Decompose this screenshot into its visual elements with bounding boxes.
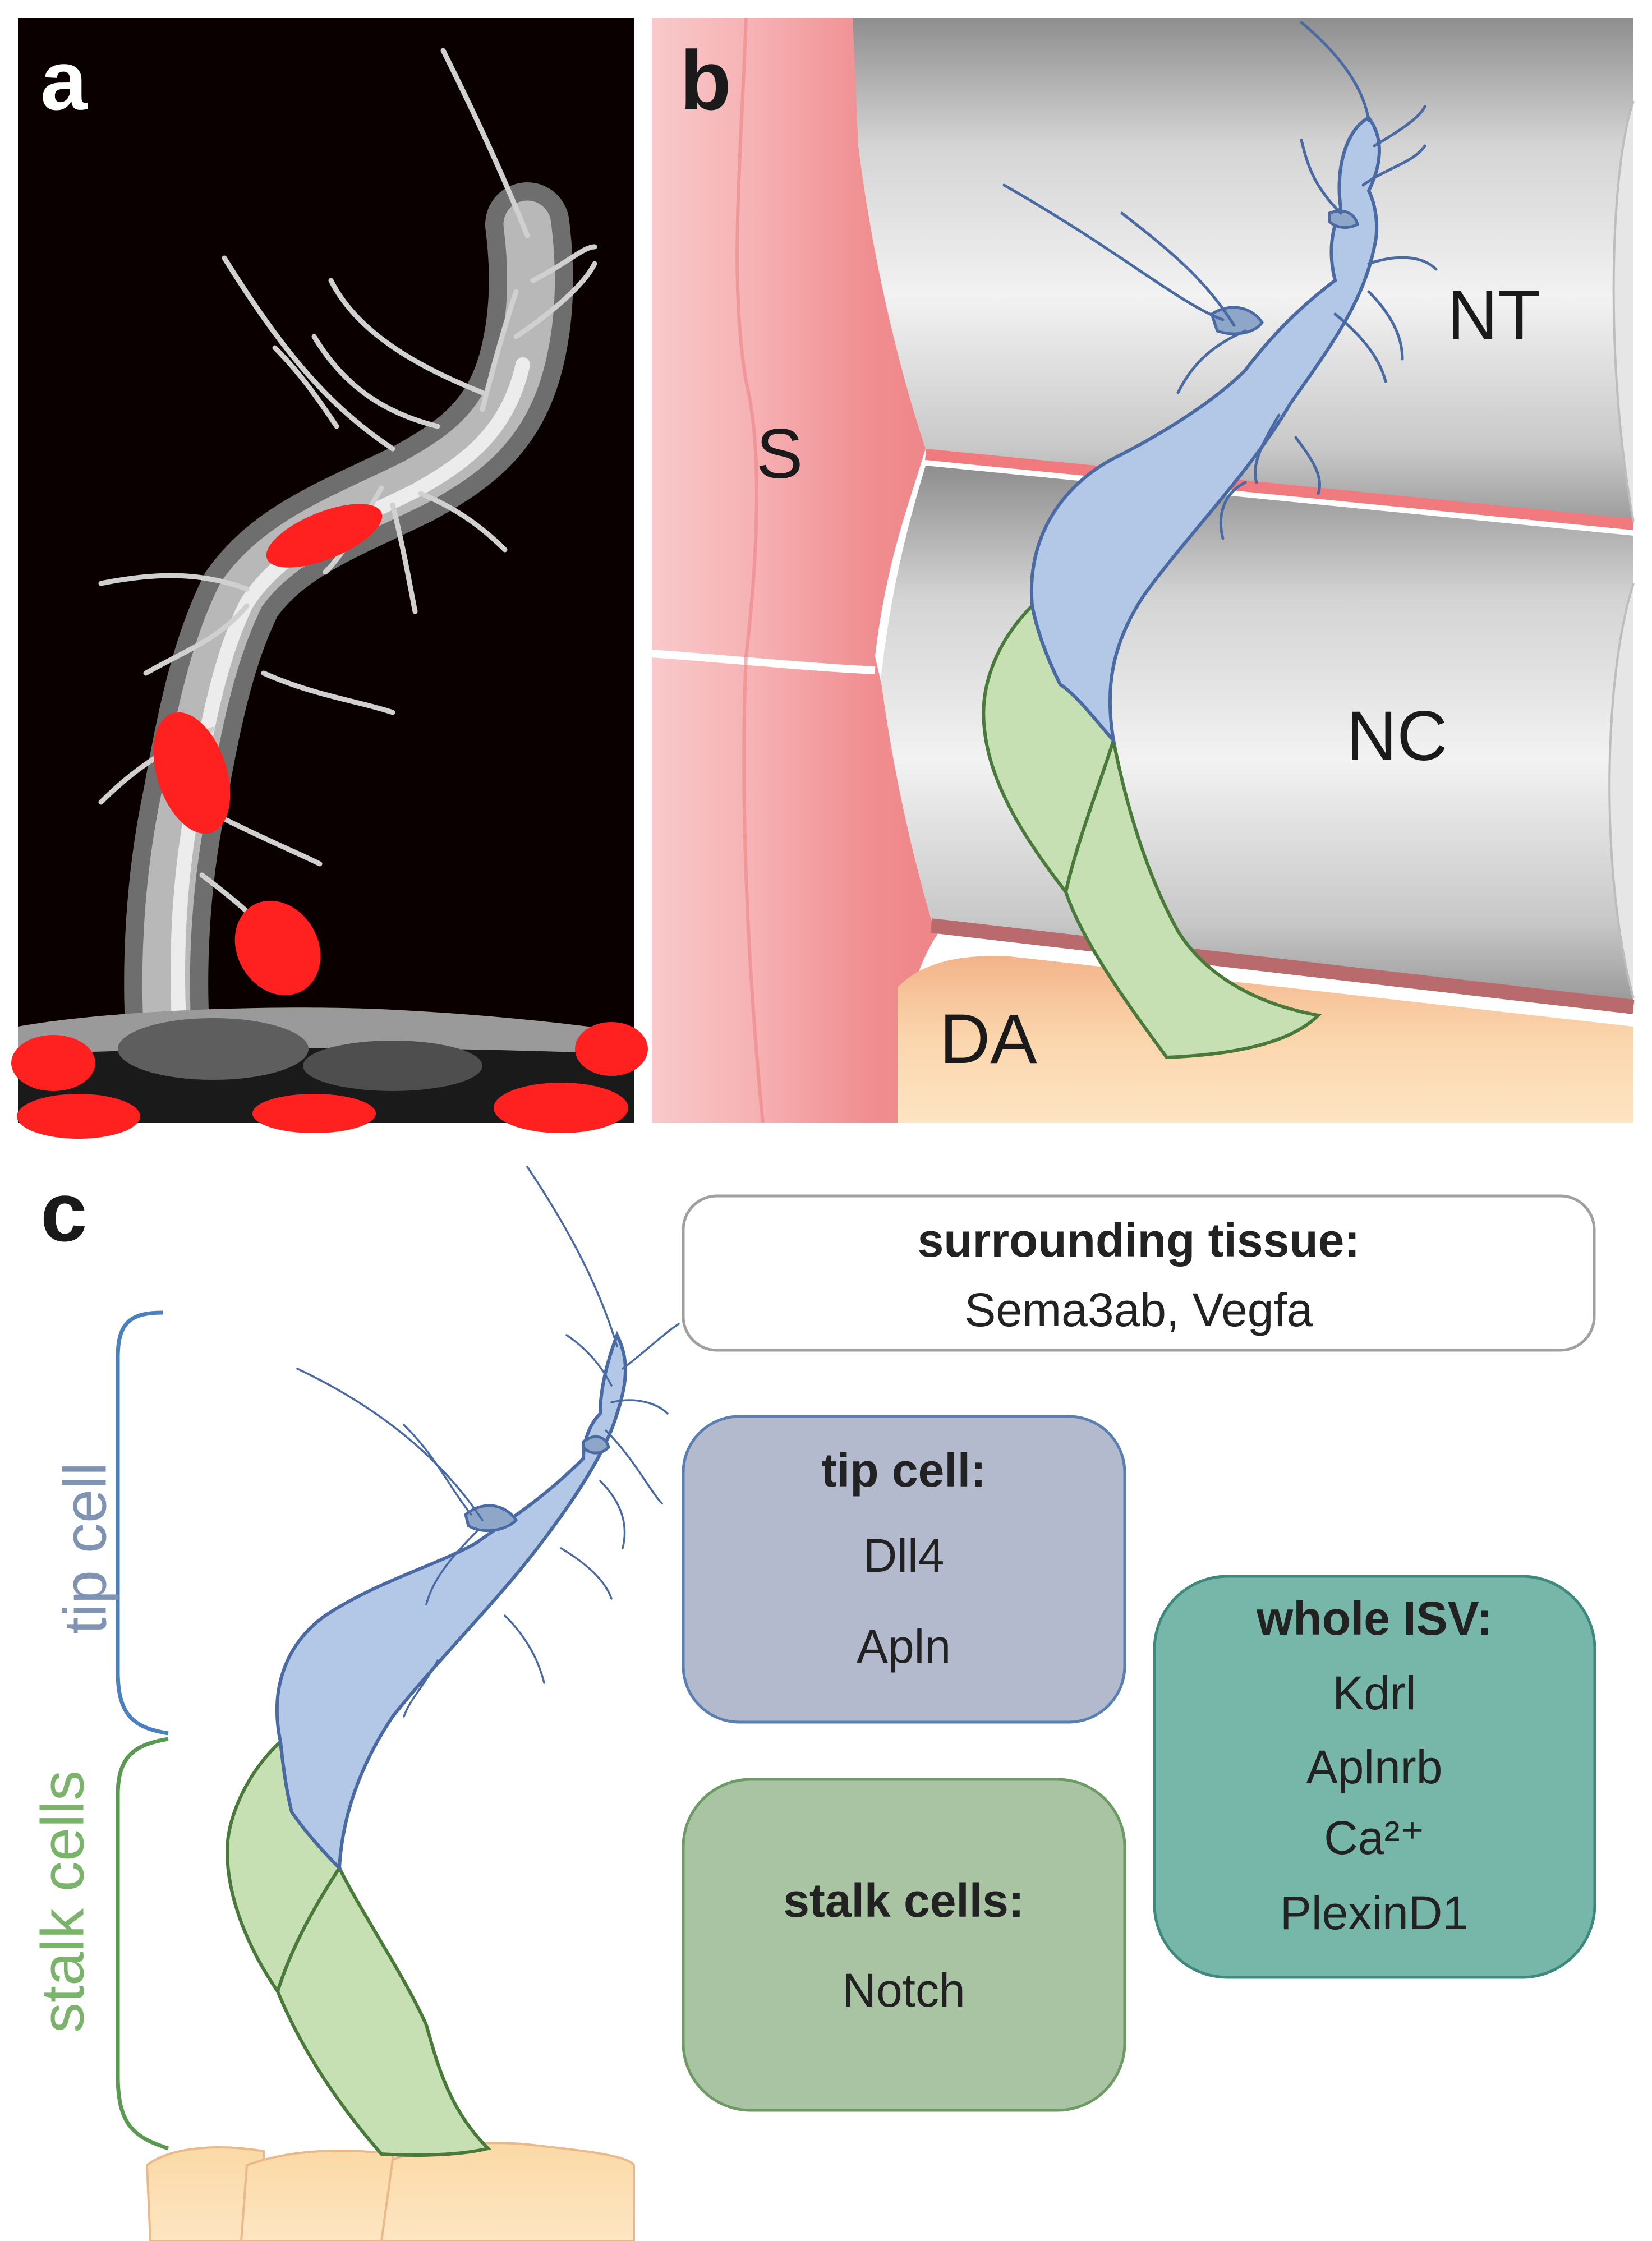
neural-tube <box>853 18 1633 524</box>
panel-a: a <box>11 18 648 1139</box>
stalk-cells-box: stalk cells: Notch <box>682 1778 1126 2112</box>
somite-boundary <box>651 650 876 674</box>
tip-cell-bracket <box>116 1310 169 1736</box>
tip-cell-filopodia <box>1002 21 1438 540</box>
tip-cell-box: tip cell: Dll4 Apln <box>682 1415 1126 1724</box>
nucleus <box>17 1094 140 1139</box>
nucleus <box>494 1083 628 1133</box>
tip-cell-bulge <box>464 1504 518 1533</box>
cylinder-cap <box>1612 100 1635 522</box>
tip-cell-filopodia <box>296 1166 680 1718</box>
stalk-cells-box-title: stalk cells: <box>783 1874 1024 1927</box>
neural-tube-label: NT <box>1447 277 1541 355</box>
surrounding-tissue-box: surrounding tissue: Sema3ab, Vegfa <box>682 1194 1596 1352</box>
filopodia <box>98 48 597 956</box>
whole-isv-box-item: Kdrl <box>1332 1667 1416 1719</box>
panel-letter: c <box>40 1165 87 1259</box>
tip-cell-bulge <box>1328 209 1359 229</box>
whole-isv-box-item: PlexinD1 <box>1280 1886 1469 1939</box>
tip-cell-box-item: Dll4 <box>863 1529 945 1582</box>
tip-cell-bracket-label: tip cell <box>51 1462 119 1634</box>
stalk-cells-box-item: Notch <box>842 1964 965 2017</box>
tip-cell <box>275 1331 627 1872</box>
cylinder-cap <box>1608 583 1635 999</box>
nuclei <box>153 504 383 996</box>
panel-c: c tip cell stalk cells <box>29 1165 1596 2241</box>
dorsal-aorta-label: DA <box>940 1000 1037 1078</box>
somite <box>652 18 948 1123</box>
whole-isv-box-title: whole ISV: <box>1256 1592 1492 1645</box>
whole-isv-box: whole ISV: Kdrl Aplnrb Ca²⁺ PlexinD1 <box>1153 1575 1596 1979</box>
dorsal-aorta-cells <box>145 2142 635 2241</box>
nucleus <box>153 712 231 834</box>
panel-b: S NT NC DA b <box>651 17 1635 1124</box>
nucleus <box>266 504 383 568</box>
tip-cell-box-title: tip cell: <box>821 1444 986 1497</box>
surrounding-tissue-item: Sema3ab, Vegfa <box>964 1283 1313 1336</box>
nucleus <box>234 900 321 996</box>
surrounding-tissue-title: surrounding tissue: <box>918 1214 1360 1267</box>
panel-letter: b <box>680 33 731 127</box>
tip-cell-box-item: Apln <box>857 1620 951 1673</box>
stalk-cells-bracket-label: stalk cells <box>29 1770 96 2033</box>
somite-ridge <box>735 17 765 1124</box>
tip-cell-bulge <box>1210 306 1264 335</box>
aorta-fluorescence <box>11 1007 648 1139</box>
tip-cell <box>1029 116 1381 746</box>
tip-cell-bulge <box>582 1435 610 1455</box>
panel-letter: a <box>40 33 88 127</box>
stalk-cells-bracket <box>116 1737 169 2151</box>
stalk-cell <box>275 1864 491 2157</box>
nt-nc-boundary <box>925 449 1634 530</box>
whole-isv-box-item: Aplnrb <box>1306 1741 1443 1793</box>
somite-label: S <box>756 415 803 493</box>
whole-isv-box-item: Ca²⁺ <box>1324 1811 1425 1864</box>
nc-da-boundary <box>930 918 1635 1014</box>
notochord-label: NC <box>1346 697 1448 775</box>
nucleus <box>252 1094 376 1133</box>
nucleus <box>11 1035 95 1091</box>
nucleus <box>575 1022 648 1076</box>
stalk-cell <box>1064 740 1322 1060</box>
